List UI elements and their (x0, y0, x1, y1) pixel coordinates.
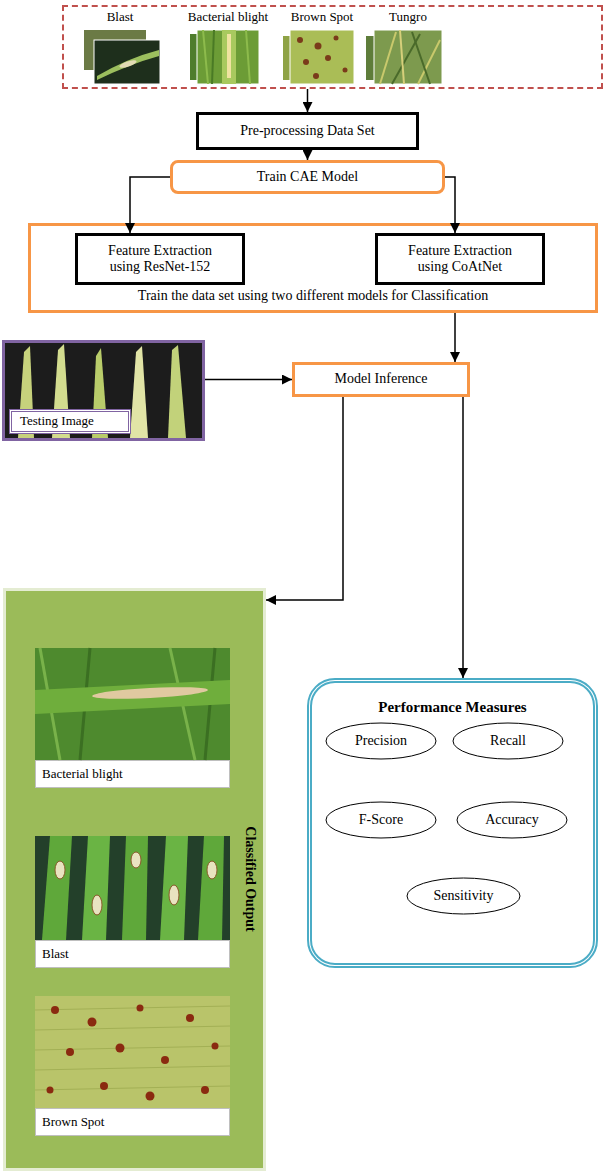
measures-panel: Precision RecallF-Score AccuracySensitivit… (307, 678, 598, 968)
measure-ellipse: Recall (452, 722, 564, 760)
output-label: Blast (35, 940, 230, 968)
measure-ellipse: Sensitivity (406, 877, 521, 915)
measure-ellipse: F-Score (325, 801, 437, 839)
box-text: Precision (355, 733, 407, 749)
bacterial-blight-photo-part (190, 34, 250, 80)
tungro-photo-part (374, 30, 442, 84)
blast-photo-part (119, 59, 138, 69)
ellipse-shape (453, 723, 563, 759)
tungro-photo-part (412, 32, 430, 84)
tungro-photo-part (418, 40, 440, 84)
bacterial-blight-photo-part (246, 30, 250, 84)
brown-spot-photo (283, 30, 354, 84)
brown-spot-photo-part (343, 68, 348, 73)
image-box: Testing Image (2, 340, 205, 441)
output-label: Bacterial blight (35, 760, 230, 788)
box-text: F-Score (359, 812, 403, 828)
bacterial-blight-photo (190, 30, 259, 84)
flow-arrow (307, 89, 309, 112)
process-box: Model Inference (292, 362, 470, 397)
brown-spot-photo-part (315, 43, 322, 50)
box-text: Blast (42, 947, 69, 962)
heading-text: Train the data set using two different m… (138, 288, 488, 304)
box-text: Train CAE Model (257, 169, 358, 185)
flow-arrow (454, 313, 456, 362)
bacterial-blight-photo-part (222, 30, 236, 84)
tungro-photo-part (380, 32, 396, 84)
brown-spot-photo-part (325, 55, 331, 61)
brown-spot-photo-part (290, 30, 354, 84)
bacterial-blight-photo-part (227, 34, 231, 78)
bacterial-blight-photo-part (203, 30, 208, 84)
tungro-photo (366, 30, 442, 84)
brown-spot-photo-part (334, 36, 339, 41)
blast-photo-part (94, 40, 160, 84)
box-text: Feature Extraction using CoAtNet (396, 243, 524, 275)
brown-spot-photo-part (283, 36, 345, 80)
flow-arrow (205, 379, 292, 381)
heading-text: Performance Measures (378, 699, 526, 716)
flow-arrow (266, 397, 343, 600)
blast-photo-part (84, 30, 146, 70)
measure-ellipse: Precision (325, 722, 437, 760)
flow-arrow (462, 397, 464, 678)
brown-spot-photo-part (297, 37, 303, 43)
box-text: Bacterial blight (42, 767, 123, 782)
blast-photo-part (97, 50, 159, 80)
box-text: Blast (65, 10, 175, 25)
ellipse-shape (326, 723, 436, 759)
box-text: Recall (490, 733, 526, 749)
tungro-photo-part (366, 36, 428, 80)
brown-spot-photo-part (313, 73, 319, 79)
process-box: Feature Extraction using ResNet-152 (75, 233, 245, 285)
process-box: Pre-processing Data Set (196, 112, 419, 150)
box-text: Pre-processing Data Set (240, 123, 375, 139)
ellipse-shape (407, 878, 520, 914)
heading-text: Classified Output (242, 799, 258, 959)
blast-photo (84, 30, 160, 84)
process-box: Train CAE Model (170, 160, 445, 194)
box-text: Sensitivity (434, 888, 494, 904)
ellipse-shape (326, 802, 436, 838)
tungro-photo-part (400, 30, 404, 84)
brown-spot-photo-part (303, 59, 309, 65)
box-text: Tungro (353, 10, 463, 25)
bacterial-blight-photo-part (197, 30, 259, 84)
tungro-photo-part (392, 34, 420, 84)
process-box: Feature Extraction using CoAtNet (375, 233, 545, 285)
box-text: Bacterial blight (173, 10, 283, 25)
box-text: Model Inference (335, 371, 428, 387)
measure-ellipse: Accuracy (456, 801, 568, 839)
flow-arrow (307, 150, 309, 160)
output-label: Brown Spot (35, 1108, 230, 1136)
box-text: Brown Spot (42, 1115, 104, 1130)
box-text: Testing Image (9, 409, 131, 434)
box-text: Feature Extraction using ResNet-152 (96, 243, 224, 275)
output-panel: Bacterial blightBlastBrown Spot Classifie… (3, 588, 266, 1171)
ellipse-shape (457, 802, 567, 838)
group-box: Feature Extraction using ResNet-152 Featu… (28, 223, 598, 313)
box-text: Brown Spot (267, 10, 377, 25)
bacterial-blight-photo-part (212, 30, 214, 84)
box-text: Accuracy (485, 812, 539, 828)
disease-samples-frame: BlastBacterial blightBrown SpotTungro (62, 5, 603, 89)
